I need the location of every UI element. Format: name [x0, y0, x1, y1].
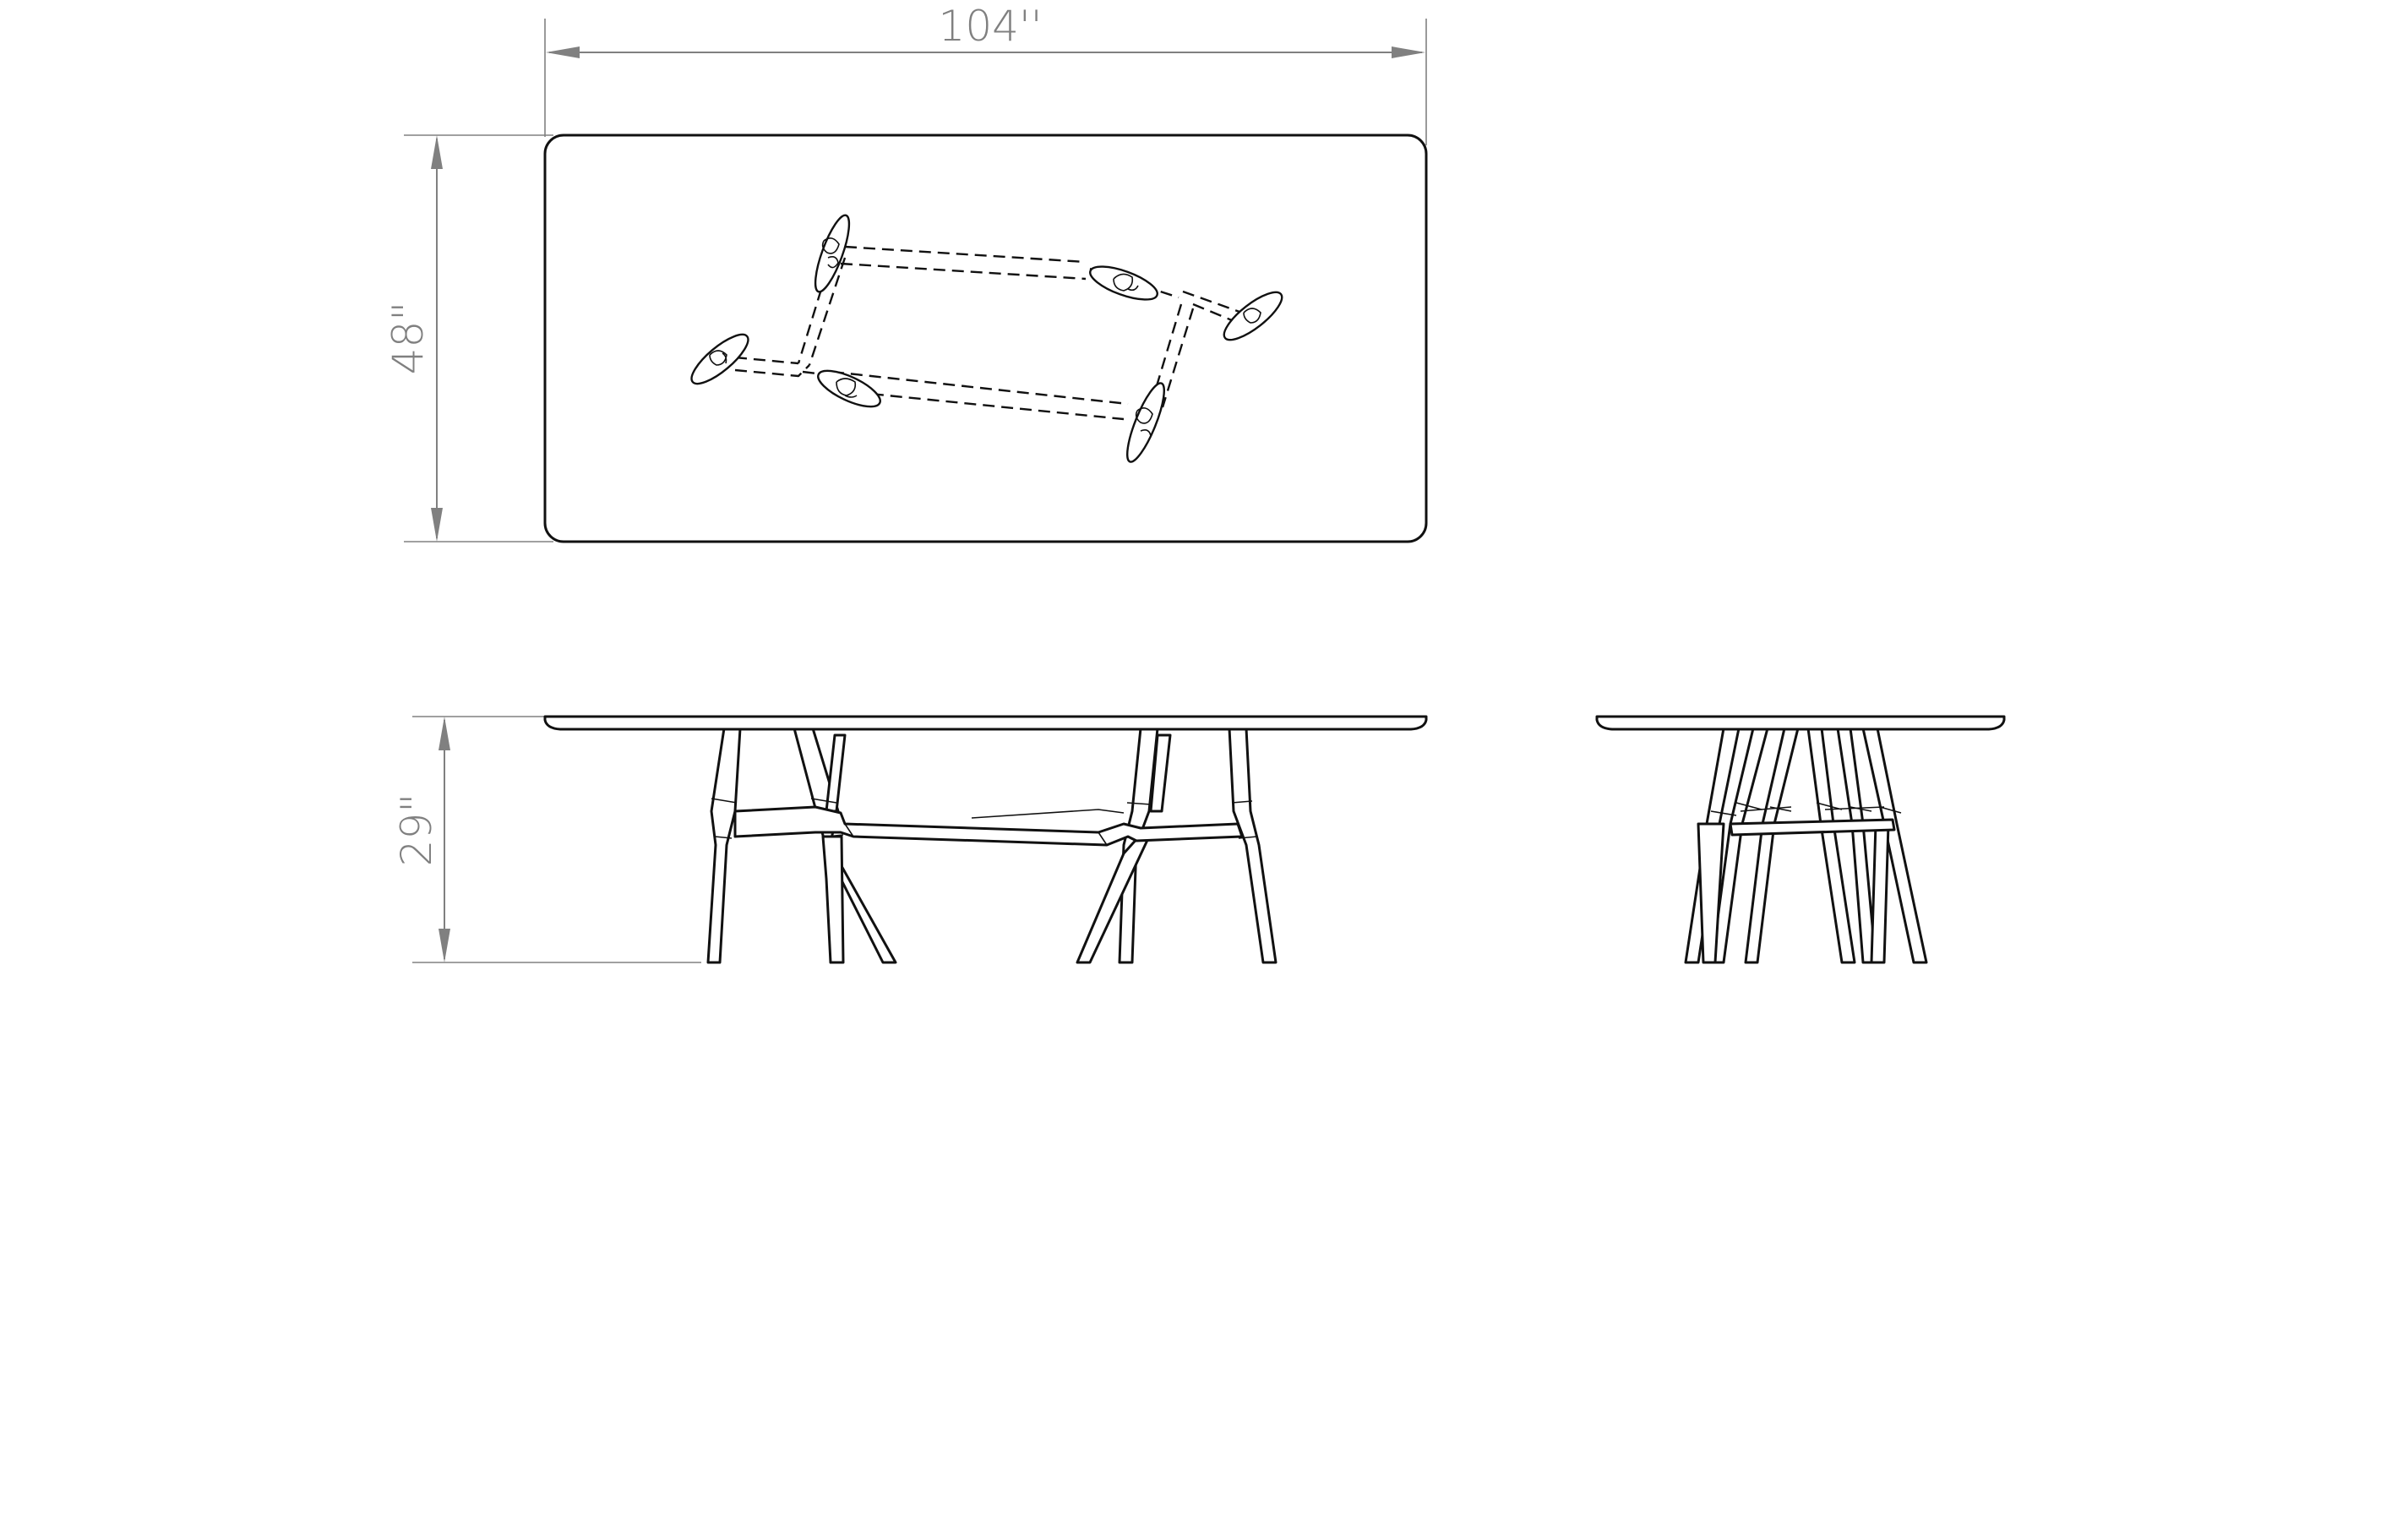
height-dimension: 29" [392, 716, 701, 963]
tabletop-top-view [543, 134, 1428, 543]
width-arrow-left [546, 46, 580, 58]
front-stretcher [733, 805, 1244, 847]
width-dimension: 104'' [544, 2, 1427, 145]
depth-label: 48" [384, 302, 433, 375]
leg-foot-top-left [814, 214, 851, 293]
tabletop-side-view [1595, 715, 2006, 731]
top-view [543, 134, 1428, 543]
leg-foot-left [690, 333, 749, 385]
leg-foot-upper-right [1089, 265, 1158, 301]
depth-dimension: 48" [384, 134, 553, 542]
tabletop-front-view [543, 715, 1428, 731]
leg-foot-lower-left [817, 369, 881, 408]
side-legs [1684, 727, 1928, 964]
depth-arrow-top [431, 135, 443, 169]
front-legs [706, 727, 1278, 964]
leg-foot-right [1223, 291, 1283, 341]
side-stretcher [1729, 806, 1896, 837]
height-label: 29" [392, 793, 441, 867]
side-elevation [1595, 715, 2006, 964]
height-arrow-top [439, 717, 450, 750]
depth-arrow-bottom [431, 508, 443, 542]
height-arrow-bottom [439, 929, 450, 962]
width-arrow-right [1392, 46, 1425, 58]
width-label: 104'' [939, 2, 1043, 51]
front-elevation [543, 715, 1428, 964]
leg-foot-bottom-right [1126, 382, 1165, 463]
